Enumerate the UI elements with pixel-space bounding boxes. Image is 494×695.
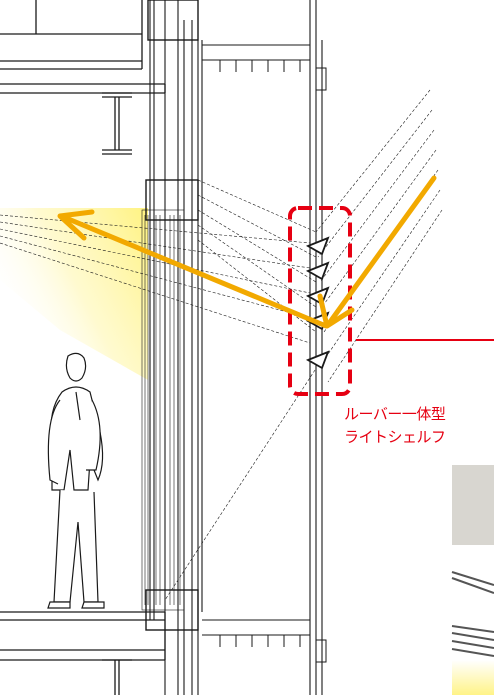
louver-fin — [305, 261, 330, 281]
window-glazing — [141, 209, 185, 611]
light-shelf-highlight-box — [288, 206, 352, 396]
redirected-light-arrow — [57, 209, 329, 329]
panel-brackets — [219, 60, 327, 663]
daylight-glow — [0, 208, 148, 380]
photo-panel-grey — [452, 465, 494, 545]
louver-fin — [305, 236, 330, 256]
photo-panel-glow — [452, 660, 494, 695]
callout-line-2: ライトシェルフ — [344, 428, 446, 446]
sunlight-rays — [164, 89, 443, 601]
louver-fin — [305, 350, 330, 370]
callout-line-1: ルーバー一体型 — [344, 405, 446, 423]
lower-floor-slab — [0, 611, 166, 695]
photo-panel-louvers — [451, 571, 494, 657]
steel-i-beam-icon — [102, 92, 132, 155]
standing-man-icon — [47, 352, 105, 609]
louver-light-shelf-callout: ルーバー一体型 ライトシェルフ — [344, 403, 494, 449]
upper-floor-slab — [0, 0, 166, 94]
incoming-sunlight-arrow — [317, 175, 437, 329]
reflected-light-rays — [0, 179, 317, 344]
exterior-panel — [201, 0, 323, 695]
curtain-wall-frame — [145, 0, 199, 695]
louver-fins — [305, 236, 330, 370]
